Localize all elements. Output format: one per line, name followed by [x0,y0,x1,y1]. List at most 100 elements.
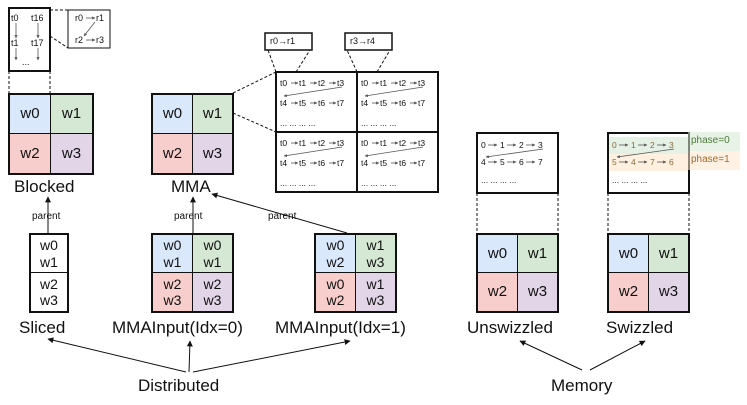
mma-input0-label: MMAInput(Idx=0) [112,318,243,337]
mma-input0-w3: w3 [163,292,182,308]
mma-warp-w0: w0 [151,93,193,134]
category-edges [47,337,646,373]
mma-input1-w3: w3 [366,253,385,270]
memory-cell-6: 6 [669,157,674,167]
mma-input0-w0: w0 [163,237,182,254]
mma-thread-t0: t0 [361,138,369,148]
mma-thread-t4: t4 [280,158,288,168]
mma-input1-cell-tr: w1 w3 [356,233,397,273]
memory-label: Memory [551,376,613,395]
mma-ellipsis: ... ... ... ... [280,118,316,128]
blocked-label: Blocked [14,177,75,196]
blocked-ellipsis: ... [22,57,30,67]
memory-cell-5: 5 [500,157,505,167]
mma-thread-t5: t5 [380,98,388,108]
mma-thread-t7: t7 [418,98,426,108]
mma-thread-t2: t2 [399,78,407,88]
memory-cell-1: 1 [500,140,505,150]
mma-input1-w2b: w2 [326,292,345,308]
mma-thread-t6: t6 [399,158,407,168]
mma-zoom [232,32,439,193]
blocked-warp-w0: w0 [8,93,51,134]
unswizzled-warp-w2: w2 [476,273,518,313]
mma-input1-w2: w2 [326,253,345,270]
unswizzled-warp-w1: w1 [518,233,559,273]
mma-input0-cell-br: w2 w3 [193,273,234,313]
swizzled-warp-w3: w3 [649,273,690,313]
swizzled-warp-w1: w1 [649,233,690,273]
mma-input0-cell-tl: w0 w1 [151,233,193,273]
mma-input0-parent-label: parent [174,211,203,222]
mma-label: MMA [171,177,211,196]
mma-input0-w1: w1 [163,253,182,270]
blocked-zoom [8,7,111,93]
memory-cell-3: 3 [669,140,674,150]
memory-cell-0: 0 [481,140,486,150]
mma-input1-w0b: w0 [326,275,345,292]
mma-input0-cell-tr: w0 w1 [193,233,234,273]
mma-thread-t4: t4 [280,98,288,108]
mma-input0-w1b: w1 [203,253,222,270]
mma-thread-t7: t7 [418,158,426,168]
mma-thread-t7: t7 [337,98,345,108]
mma-warp-w2: w2 [151,134,193,175]
mma-thread-t3: t3 [418,138,426,148]
mma-thread-t0: t0 [280,78,288,88]
mma-thread-t3: t3 [418,78,426,88]
mma-input1-label: MMAInput(Idx=1) [275,318,406,337]
memory-cell-4: 4 [481,157,486,167]
memory-cell-4: 4 [631,157,636,167]
blocked-reg-r0: r0 [75,13,84,23]
mma-thread-t5: t5 [299,158,307,168]
swizzled-warp-w2: w2 [607,273,649,313]
blocked-thread-t17: t17 [31,38,44,48]
memory-cell-6: 6 [519,157,524,167]
mma-thread-t2: t2 [318,78,326,88]
mma-input0-w0b: w0 [203,237,222,254]
mma-thread-wrap-arrow [364,86,424,98]
mma-input1-cell-br: w1 w3 [356,273,397,313]
mma-ellipsis: ... ... ... ... [280,178,316,188]
memory-cell-1: 1 [631,140,636,150]
mma-thread-t6: t6 [318,158,326,168]
memory-zoom [476,132,740,233]
mma-input0-w2: w2 [163,275,182,292]
blocked-warp-w1: w1 [51,93,94,134]
phase0-label: phase=0 [691,135,730,146]
mma-thread-t2: t2 [318,138,326,148]
mma-thread-t5: t5 [299,98,307,108]
mma-input1-w0: w0 [326,237,345,254]
sliced-w2: w2 [40,275,58,292]
mma-thread-t1: t1 [299,78,307,88]
memory-cell-2: 2 [650,140,655,150]
memory-wrap-arrow [485,148,544,159]
blocked-reg-r3: r3 [96,35,105,45]
sliced-w3: w3 [40,292,58,308]
mma-thread-t1: t1 [299,138,307,148]
memory-cell-2: 2 [519,140,524,150]
swizzled-warp-w0: w0 [607,233,649,273]
mma-thread-wrap-arrow [283,86,343,98]
memory-cell-5: 5 [612,157,617,167]
mma-thread-t4: t4 [361,158,369,168]
mma-thread-t1: t1 [380,78,388,88]
mma-thread-t0: t0 [280,138,288,148]
blocked-thread-t0: t0 [11,13,19,23]
mma-ellipsis: ... ... ... ... [361,118,397,128]
blocked-reg-r2: r2 [75,35,84,45]
unswizzled-warp-w3: w3 [518,273,559,313]
blocked-warp-w2: w2 [8,134,51,175]
sliced-parent-label: parent [32,211,61,222]
phase1-label: phase=1 [691,154,730,165]
parent-edges [45,192,348,234]
mma-reg-right: r3→r4 [350,36,376,46]
mma-input1-parent-label: parent [268,211,297,222]
mma-thread-t3: t3 [337,78,345,88]
memory-cell-3: 3 [538,140,543,150]
sliced-w1: w1 [40,253,58,270]
mma-thread-t4: t4 [361,98,369,108]
mma-input0-w3b: w3 [203,292,222,308]
memory-wrap-arrow [616,148,675,159]
